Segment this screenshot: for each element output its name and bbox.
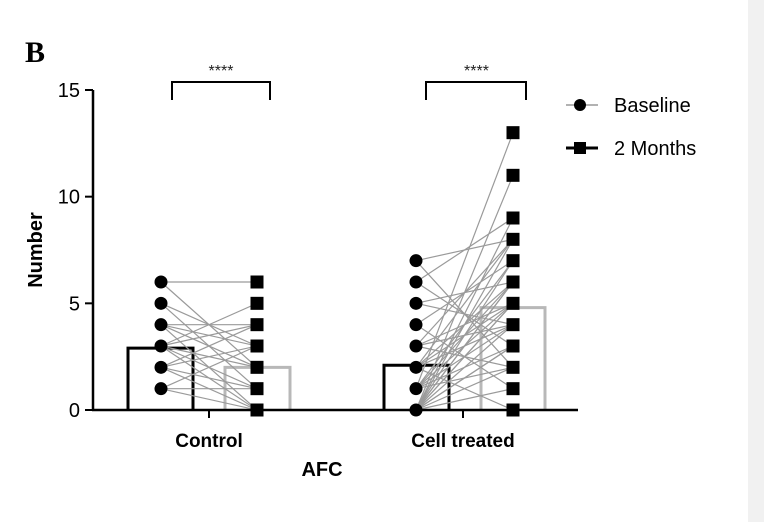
baseline-point (154, 318, 168, 332)
legend-circle-icon (574, 99, 586, 111)
baseline-point (154, 296, 168, 310)
significance-bracket (171, 81, 271, 100)
legend-baseline: Baseline (614, 95, 691, 117)
pair-line (160, 366, 258, 390)
panel-label: B (25, 36, 45, 69)
2months-point (506, 296, 520, 310)
baseline-point (409, 339, 423, 353)
2months-point (506, 339, 520, 353)
2months-point (506, 232, 520, 246)
2months-point (250, 360, 264, 374)
pair-line (415, 366, 514, 411)
pair-line (160, 324, 258, 368)
pair-line (160, 345, 258, 390)
pair-line (415, 324, 514, 347)
y-tick-label: 15 (58, 80, 80, 102)
right-edge-strip (748, 0, 764, 522)
baseline-point (154, 339, 168, 353)
pair-line (160, 388, 258, 411)
2months-point (506, 360, 520, 374)
pair-line (415, 324, 514, 390)
baseline-point (409, 318, 423, 332)
2months-point (250, 382, 264, 396)
2months-point (506, 382, 520, 396)
pair-line (415, 217, 514, 411)
pair-line (415, 175, 514, 411)
baseline-point (409, 296, 423, 310)
pair-line (415, 239, 514, 411)
pair-line (160, 324, 258, 347)
y-tick-label: 10 (58, 187, 80, 209)
significance-label: **** (464, 63, 489, 80)
pair-line (160, 345, 258, 368)
pair-line (415, 132, 514, 389)
2months-point (250, 296, 264, 310)
pair-line (415, 281, 514, 411)
legend-square-icon (574, 142, 586, 154)
2months-point (506, 254, 520, 268)
y-axis-label: Number (25, 212, 47, 288)
2months-point (506, 126, 520, 140)
baseline-point (409, 360, 423, 374)
2months-point (250, 339, 264, 353)
y-tick-label: 5 (69, 293, 80, 315)
2months-point (506, 168, 520, 182)
pair-line (415, 324, 514, 411)
significance-bracket (425, 81, 527, 100)
legend: Baseline 2 Months (566, 95, 696, 160)
significance-label: **** (209, 63, 234, 80)
pair-line (415, 345, 514, 411)
x-tick-label: Control (175, 431, 243, 452)
y-tick-label: 0 (69, 400, 80, 422)
baseline-point (409, 254, 423, 268)
legend-2months: 2 Months (614, 138, 696, 160)
2months-point (250, 318, 264, 332)
2months-point (506, 318, 520, 332)
x-tick-label: Cell treated (411, 431, 514, 452)
2months-point (506, 275, 520, 289)
2months-point (506, 211, 520, 225)
pair-line (415, 217, 514, 283)
baseline-point (409, 382, 423, 396)
x-axis-label: AFC (301, 459, 342, 481)
baseline-point (154, 360, 168, 374)
pair-line (160, 302, 258, 347)
pair-line (415, 388, 514, 411)
pair-line (415, 238, 514, 368)
2months-point (250, 275, 264, 289)
baseline-point (154, 382, 168, 396)
baseline-point (409, 275, 423, 289)
baseline-point (154, 275, 168, 289)
